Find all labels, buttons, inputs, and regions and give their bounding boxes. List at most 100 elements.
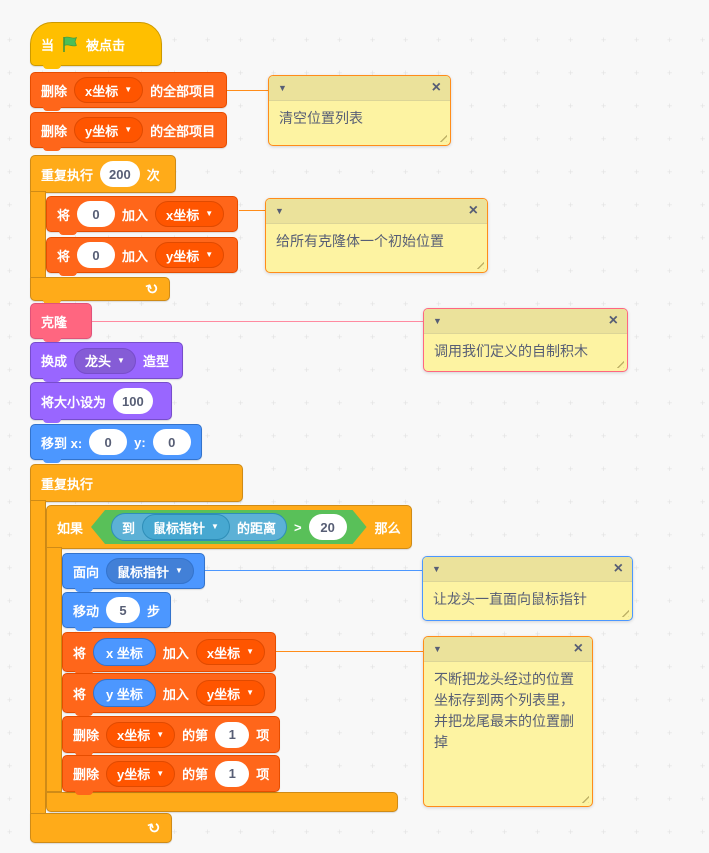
add-ypos-block[interactable]: 将 y 坐标 加入 y坐标 ▼: [62, 673, 277, 716]
x-input[interactable]: 0: [89, 429, 128, 455]
delete-all-x-block[interactable]: 删除 x坐标 ▼ 的全部项目: [30, 72, 227, 111]
grid-cross: +: [601, 695, 607, 705]
collapse-icon[interactable]: ▼: [433, 315, 442, 326]
add-value-input[interactable]: 0: [77, 242, 116, 268]
add-value-input[interactable]: 0: [77, 201, 116, 227]
move-steps-block[interactable]: 移动 5 步: [62, 592, 172, 631]
mouse-pointer-dropdown[interactable]: 鼠标指针 ▼: [142, 514, 230, 540]
grid-cross: +: [7, 266, 13, 276]
add-0-x-block[interactable]: 将 0 加入 x坐标 ▼: [46, 196, 238, 235]
collapse-icon[interactable]: ▼: [433, 643, 442, 654]
comment-custom-block[interactable]: ▼ × 调用我们定义的自制积木: [423, 308, 628, 372]
grid-cross: +: [502, 266, 508, 276]
mouse-pointer-dropdown[interactable]: 鼠标指针 ▼: [106, 558, 194, 584]
grid-cross: +: [337, 629, 343, 639]
grid-cross: +: [337, 761, 343, 771]
close-icon[interactable]: ×: [608, 312, 618, 329]
collapse-icon[interactable]: ▼: [275, 205, 284, 216]
grid-cross: +: [205, 497, 211, 507]
item-index-input[interactable]: 1: [215, 760, 250, 787]
comment-text[interactable]: 给所有克隆体一个初始位置: [276, 233, 444, 249]
resize-handle[interactable]: [474, 259, 484, 269]
block-label: 将: [57, 207, 71, 223]
list-dropdown-x[interactable]: x坐标 ▼: [106, 721, 176, 748]
grid-cross: +: [700, 563, 706, 573]
list-dropdown-y[interactable]: y坐标 ▼: [195, 680, 266, 706]
costume-dropdown[interactable]: 龙头 ▼: [74, 347, 136, 374]
grid-cross: +: [634, 134, 640, 144]
list-dropdown-x[interactable]: x坐标 ▼: [155, 201, 225, 227]
resize-handle[interactable]: [619, 607, 629, 617]
x-position-reporter[interactable]: x 坐标: [93, 638, 156, 666]
item-index-input[interactable]: 1: [215, 721, 250, 748]
resize-handle[interactable]: [579, 793, 589, 803]
grid-cross: +: [106, 332, 112, 342]
if-block[interactable]: 如果 到 鼠标指针 ▼ 的距离 > 20 那么: [46, 505, 412, 549]
add-0-y-block[interactable]: 将 0 加入 y坐标 ▼: [46, 237, 238, 276]
comment-clear-lists[interactable]: ▼ × 清空位置列表: [268, 75, 451, 146]
block-label: 如果: [57, 520, 84, 536]
size-input[interactable]: 100: [113, 388, 153, 414]
block-label: 重复执行: [41, 476, 94, 492]
comment-text[interactable]: 清空位置列表: [279, 110, 363, 126]
comment-store-positions[interactable]: ▼ × 不断把龙头经过的位置坐标存到两个列表里， 并把龙尾最末的位置删掉: [423, 636, 593, 807]
forever-wall: [30, 500, 46, 814]
y-position-reporter[interactable]: y 坐标: [93, 679, 156, 707]
block-label: y:: [134, 434, 146, 450]
comment-text[interactable]: 让龙头一直面向鼠标指针: [433, 591, 587, 607]
resize-handle[interactable]: [437, 132, 447, 142]
grid-cross: +: [667, 596, 673, 606]
grid-cross: +: [469, 464, 475, 474]
comment-initial-position[interactable]: ▼ × 给所有克隆体一个初始位置: [265, 198, 488, 273]
switch-costume-block[interactable]: 换成 龙头 ▼ 造型: [30, 342, 183, 382]
forever-block[interactable]: 重复执行: [30, 464, 243, 502]
goto-xy-block[interactable]: 移到 x: 0 y: 0: [30, 424, 202, 463]
greater-than-condition[interactable]: 到 鼠标指针 ▼ 的距离 > 20: [91, 510, 367, 544]
list-dropdown-x[interactable]: x坐标 ▼: [195, 639, 266, 665]
steps-input[interactable]: 5: [106, 597, 141, 623]
add-xpos-block[interactable]: 将 x 坐标 加入 x坐标 ▼: [62, 632, 277, 675]
grid-cross: +: [337, 728, 343, 738]
grid-cross: +: [205, 35, 211, 45]
grid-cross: +: [403, 695, 409, 705]
close-icon[interactable]: ×: [573, 640, 583, 657]
grid-cross: +: [7, 365, 13, 375]
block-label: 将大小设为: [41, 394, 107, 410]
grid-cross: +: [535, 398, 541, 408]
distance-to-reporter[interactable]: 到 鼠标指针 ▼ 的距离: [111, 513, 287, 541]
grid-cross: +: [634, 563, 640, 573]
comment-text[interactable]: 调用我们定义的自制积木: [434, 343, 588, 359]
clone-custom-block[interactable]: 克隆: [30, 303, 92, 342]
resize-handle[interactable]: [614, 358, 624, 368]
grid-cross: +: [7, 827, 13, 837]
grid-cross: +: [568, 35, 574, 45]
grid-cross: +: [337, 35, 343, 45]
comment-text[interactable]: 不断把龙头经过的位置坐标存到两个列表里， 并把龙尾最末的位置删掉: [434, 671, 574, 750]
when-flag-clicked-block[interactable]: 当 被点击: [30, 22, 162, 69]
delete-all-y-block[interactable]: 删除 y坐标 ▼ 的全部项目: [30, 112, 227, 151]
set-size-block[interactable]: 将大小设为 100: [30, 382, 172, 423]
list-dropdown-y[interactable]: y坐标 ▼: [155, 242, 225, 268]
list-dropdown-y[interactable]: y坐标 ▼: [74, 117, 144, 143]
grid-cross: +: [304, 596, 310, 606]
threshold-input[interactable]: 20: [309, 514, 347, 540]
repeat-200-block[interactable]: 重复执行 200 次: [30, 155, 176, 193]
comment-face-mouse[interactable]: ▼ × 让龙头一直面向鼠标指针: [422, 556, 633, 621]
collapse-icon[interactable]: ▼: [432, 563, 441, 574]
grid-cross: +: [370, 629, 376, 639]
list-dropdown-x[interactable]: x坐标 ▼: [74, 77, 144, 103]
repeat-count-input[interactable]: 200: [100, 161, 140, 187]
delete-item-y-block[interactable]: 删除 y坐标 ▼ 的第 1 项: [62, 755, 281, 795]
close-icon[interactable]: ×: [468, 202, 478, 219]
close-icon[interactable]: ×: [431, 79, 441, 96]
close-icon[interactable]: ×: [613, 560, 623, 577]
y-input[interactable]: 0: [152, 429, 191, 455]
delete-item-x-block[interactable]: 删除 x坐标 ▼ 的第 1 项: [62, 716, 281, 756]
grid-cross: +: [568, 431, 574, 441]
list-dropdown-y[interactable]: y坐标 ▼: [106, 760, 176, 787]
grid-cross: +: [502, 68, 508, 78]
point-towards-block[interactable]: 面向 鼠标指针 ▼: [62, 553, 205, 592]
block-label: 的全部项目: [150, 123, 216, 139]
collapse-icon[interactable]: ▼: [278, 82, 287, 93]
grid-cross: +: [700, 728, 706, 738]
